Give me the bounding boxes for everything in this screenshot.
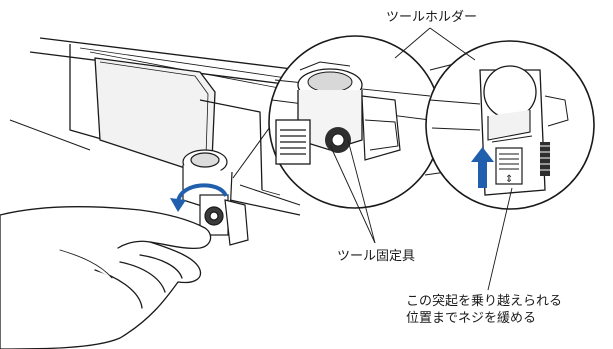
tool-holder-small — [182, 149, 249, 246]
label-leaders — [329, 27, 513, 291]
magnified-view-1 — [268, 35, 442, 209]
svg-text:⇕: ⇕ — [505, 174, 513, 185]
instruction-label-line-1: この突起を乗り越えられる — [406, 294, 563, 309]
loosen-rotation-arrow — [170, 183, 228, 212]
plotter-body — [9, 37, 301, 216]
hand — [0, 206, 212, 349]
instruction-label-line-2: 位置までネジを緩める — [406, 311, 537, 326]
magnified-view-2: ⇕ — [425, 40, 595, 210]
magnify-leaders — [232, 119, 301, 206]
tool-holder-label: ツールホルダー — [386, 10, 478, 25]
up-arrow — [471, 147, 494, 188]
tool-fixture-label: ツール固定具 — [337, 249, 416, 264]
